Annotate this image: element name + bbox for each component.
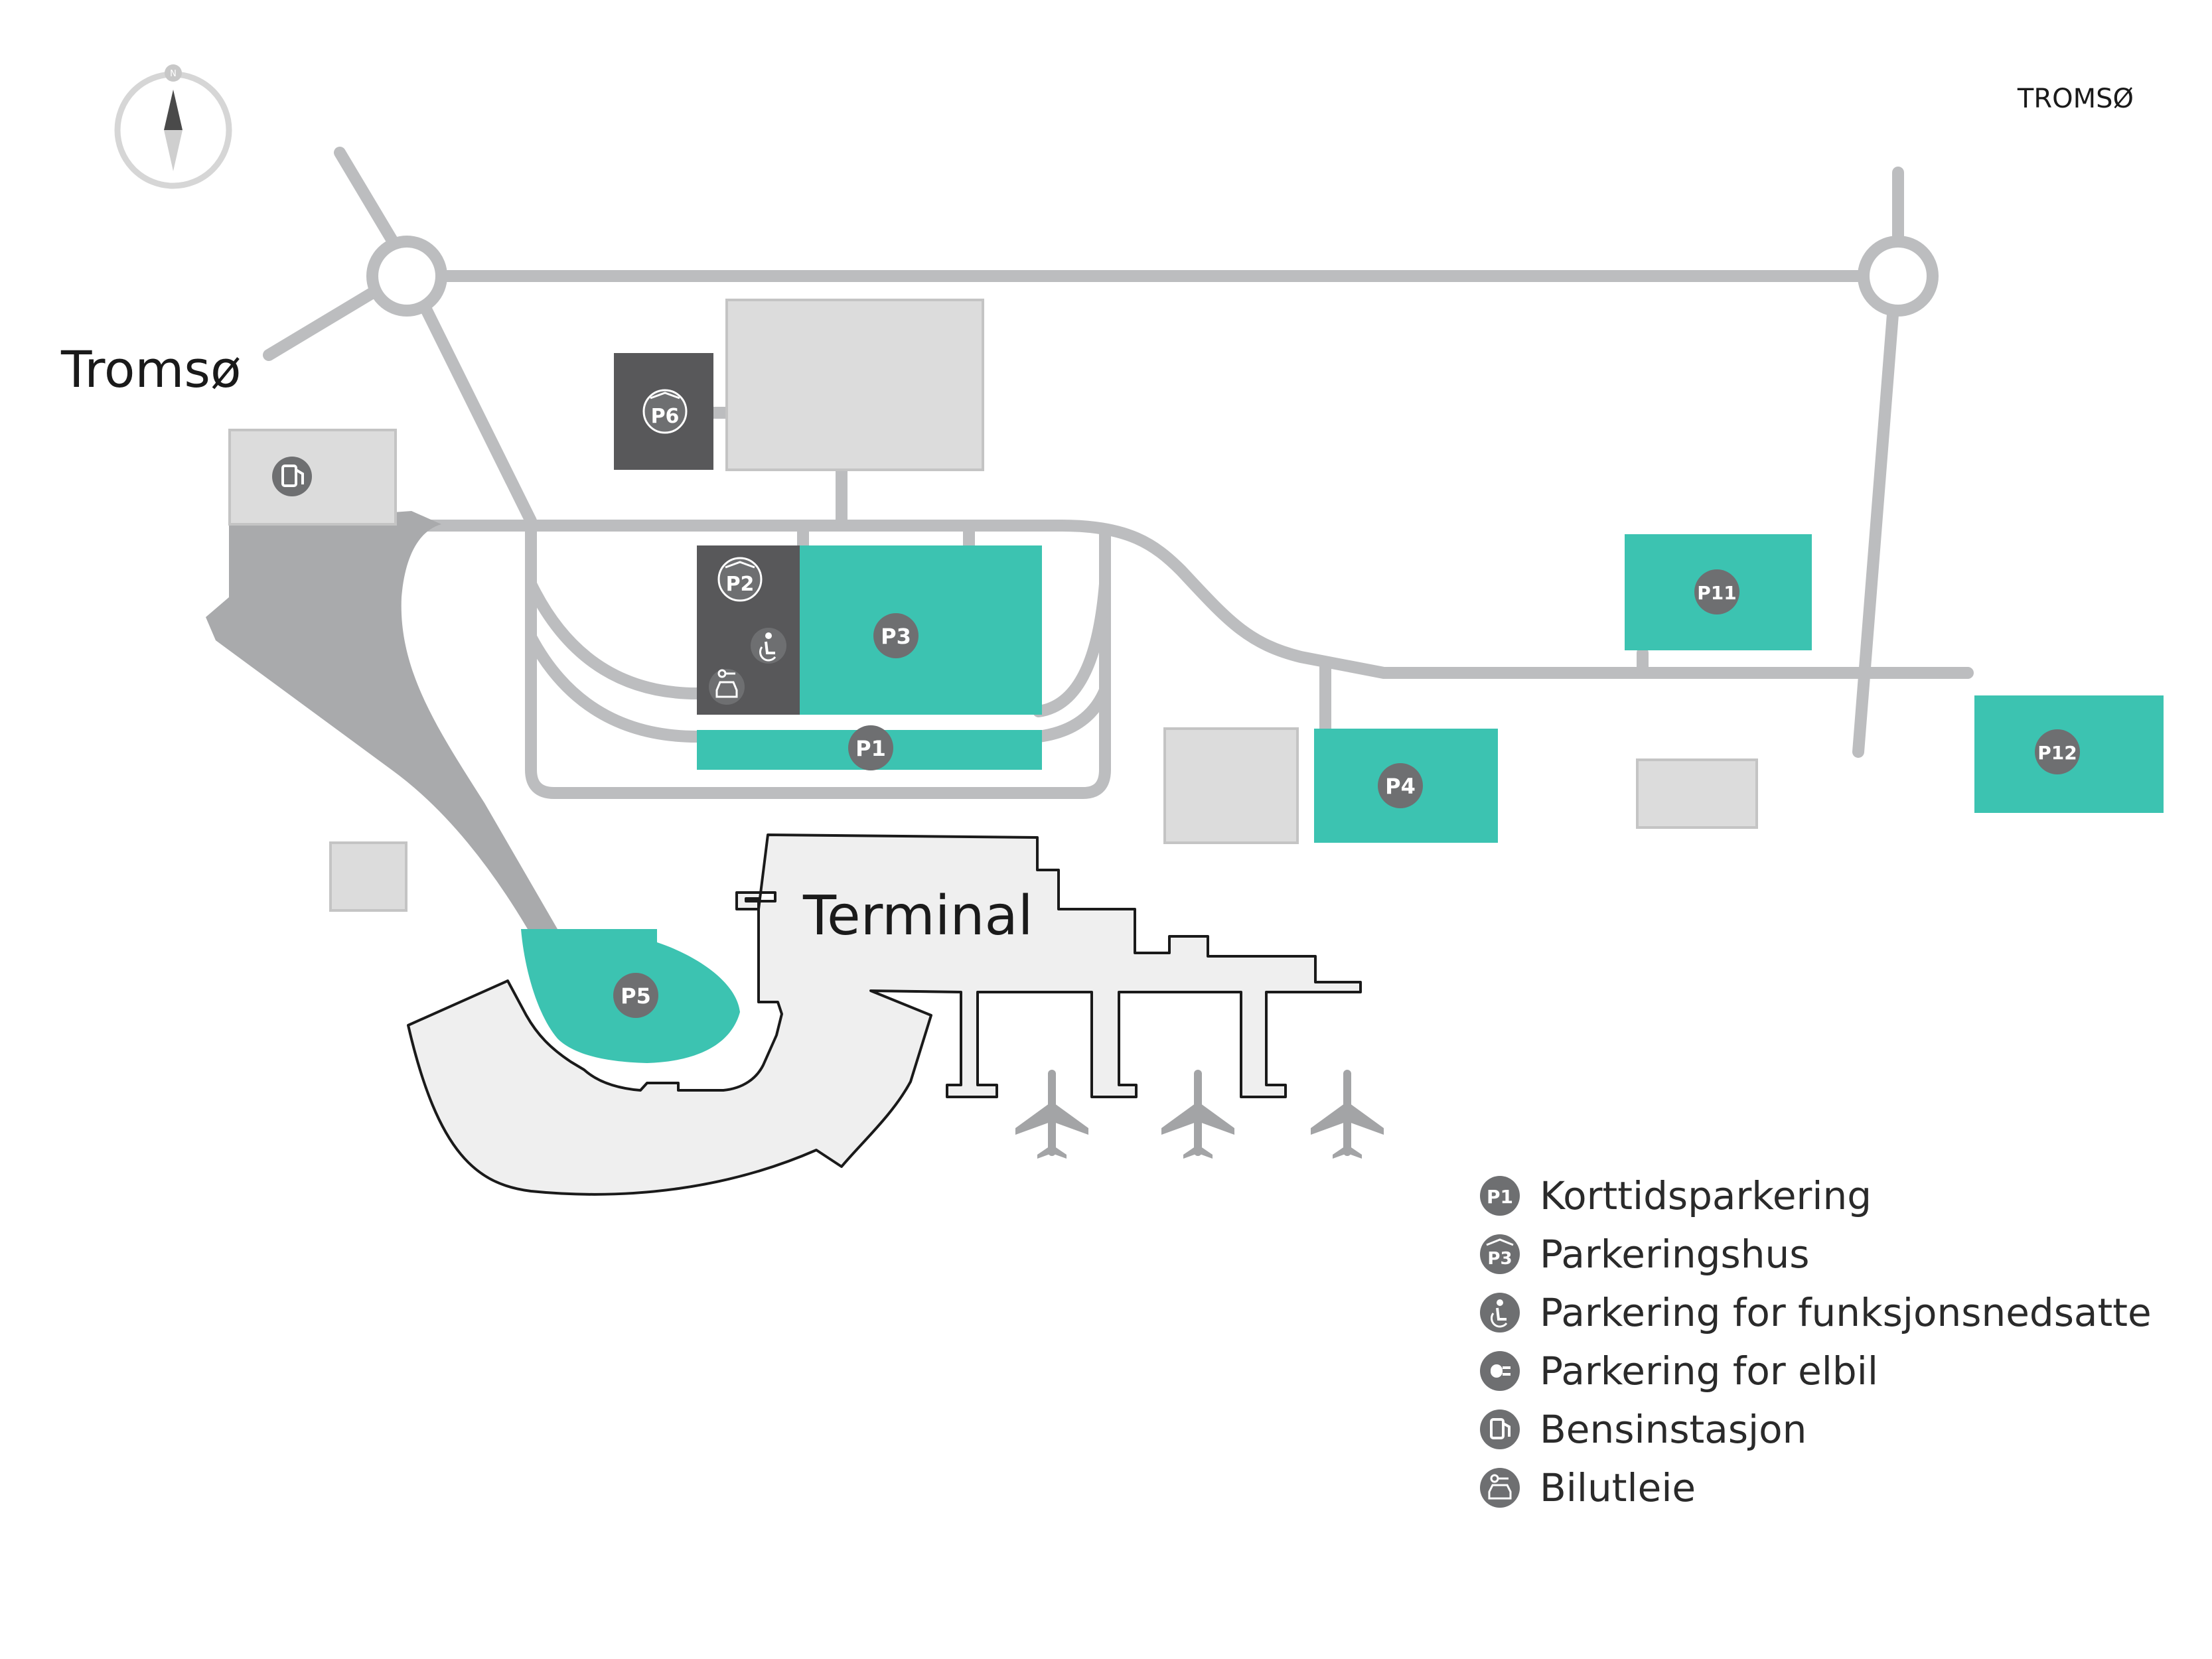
legend-item: Bilutleie <box>1480 1465 1696 1510</box>
badge-p12: P12 <box>2035 729 2080 774</box>
place-label-top-right: TROMSØ <box>2017 84 2134 114</box>
access-ramp <box>206 511 557 929</box>
roundabout-east <box>1858 236 1939 317</box>
legend-badge: P1 <box>1487 1186 1513 1208</box>
badge-label-p11: P11 <box>1697 582 1737 604</box>
legend-item: Parkering for elbil <box>1480 1348 1878 1394</box>
badge-p4: P4 <box>1378 763 1423 808</box>
short-term-parking-icon: P1 <box>1480 1176 1520 1216</box>
roundabout-west <box>366 236 447 317</box>
airplane-icon <box>1161 1070 1234 1159</box>
compass-icon: N <box>114 64 232 189</box>
buildings <box>228 299 1758 912</box>
legend-label: Korttidsparkering <box>1540 1173 1872 1218</box>
parking-lot-p3[interactable] <box>800 545 1042 715</box>
compass-north-letter: N <box>170 69 177 79</box>
car-rental-icon <box>709 669 745 705</box>
lot-badges: P6 P2 P3 P1 <box>613 389 2080 1018</box>
legend: P1 Korttidsparkering P3 Parkeringshus Pa… <box>1480 1173 2152 1510</box>
badge-label-p6: P6 <box>651 405 680 428</box>
legend-label: Parkeringshus <box>1540 1232 1809 1277</box>
car-rental-icon <box>1480 1468 1520 1508</box>
legend-badge: P3 <box>1487 1249 1512 1269</box>
badge-label-p4: P4 <box>1385 774 1416 799</box>
badge-label-p12: P12 <box>2037 742 2077 764</box>
place-label-terminal: Terminal <box>802 885 1033 948</box>
legend-label: Parkering for elbil <box>1540 1348 1878 1394</box>
badge-p6: P6 <box>642 389 688 434</box>
parking-garage-icon: P3 <box>1480 1234 1520 1274</box>
airplane-icon <box>1311 1070 1384 1159</box>
badge-p5: P5 <box>613 973 658 1018</box>
airplane-icon <box>1015 1070 1088 1159</box>
badge-p2: P2 <box>717 557 763 602</box>
badge-label-p2: P2 <box>726 573 755 596</box>
accessible-parking-icon <box>751 628 786 664</box>
legend-item: P3 Parkeringshus <box>1480 1232 1809 1277</box>
terminal-building <box>407 833 1362 1196</box>
airplane-icons <box>1015 1070 1384 1159</box>
fuel-station-icon <box>1480 1409 1520 1449</box>
fuel-station-icon <box>272 457 312 496</box>
badge-label-p3: P3 <box>881 624 911 649</box>
badge-p1: P1 <box>848 725 893 770</box>
legend-label: Bensinstasjon <box>1540 1407 1806 1452</box>
legend-label: Parkering for funksjonsnedsatte <box>1540 1290 2152 1335</box>
legend-label: Bilutleie <box>1540 1465 1696 1510</box>
badge-p11: P11 <box>1694 569 1739 614</box>
legend-item: Parkering for funksjonsnedsatte <box>1480 1290 2152 1335</box>
badge-p3: P3 <box>873 613 919 658</box>
accessible-parking-icon <box>1480 1293 1520 1333</box>
badge-label-p1: P1 <box>855 736 886 761</box>
road-network <box>263 147 1974 799</box>
ev-charging-icon <box>1480 1351 1520 1391</box>
badge-label-p5: P5 <box>621 983 651 1009</box>
legend-item: Bensinstasjon <box>1480 1407 1806 1452</box>
place-label-left: Tromsø <box>60 340 241 399</box>
legend-item: P1 Korttidsparkering <box>1480 1173 1872 1218</box>
